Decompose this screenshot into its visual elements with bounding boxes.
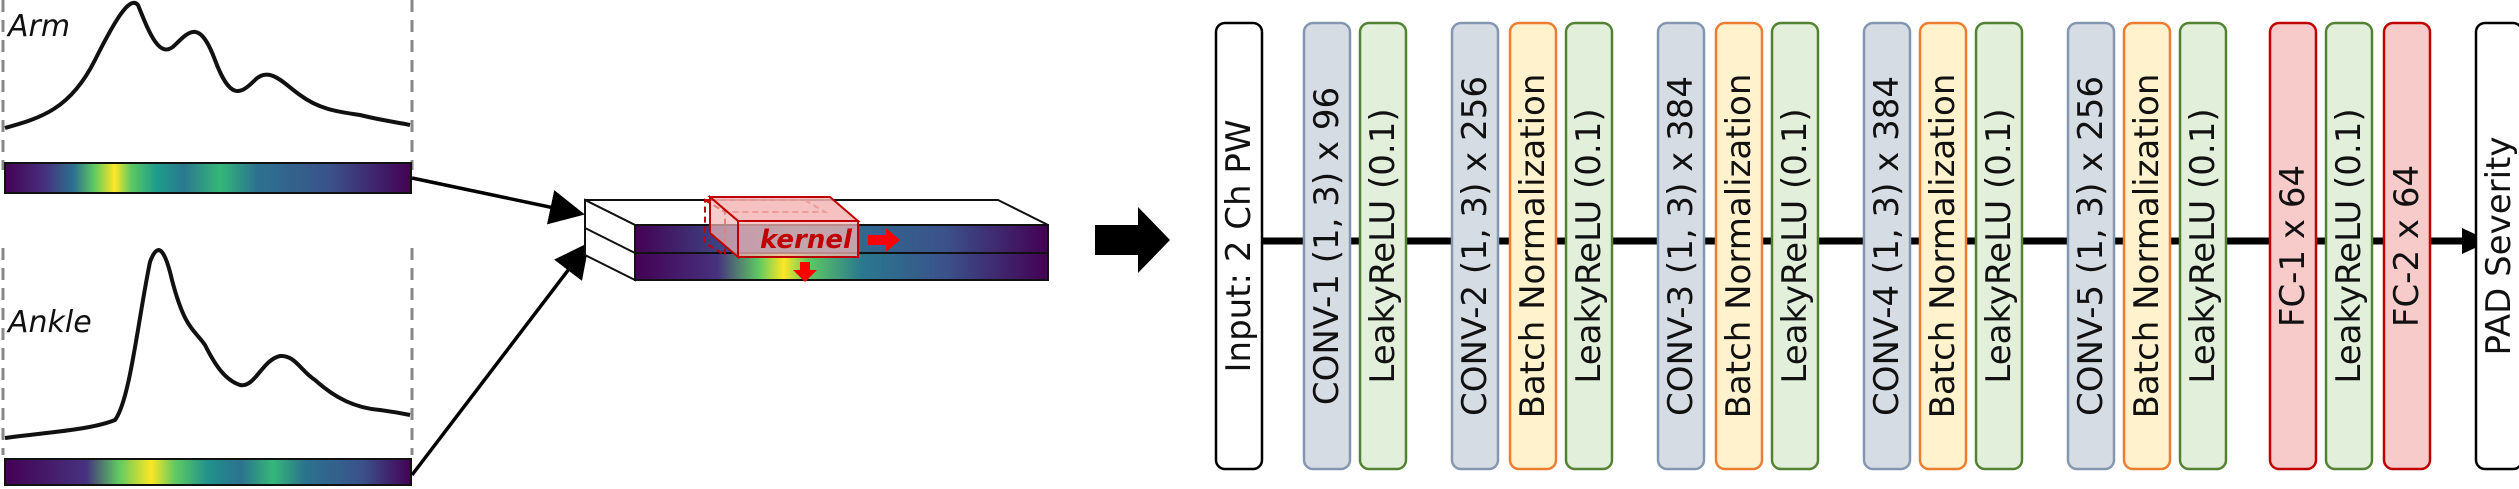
kernel-right-arrow (868, 228, 900, 252)
layer-label: LeakyReLU (0.1) (2329, 108, 2369, 383)
layer-label: Batch Normalization (2127, 74, 2167, 419)
layer-box-io (2474, 21, 2519, 471)
layer-block-4: CONV-2 (1, 3) x 256 (1450, 21, 1500, 471)
layer-block-18: FC-2 x 64 (2382, 21, 2432, 471)
kernel-down-arrow (793, 262, 817, 282)
layer-label: CONV-4 (1, 3) x 384 (1867, 76, 1907, 416)
layer-label: FC-1 x 64 (2273, 165, 2313, 327)
layer-label: LeakyReLU (0.1) (2183, 108, 2223, 383)
arm-waveform (4, 1, 411, 130)
layer-box-fc (2268, 21, 2318, 471)
ankle-label: Ankle (6, 305, 92, 340)
layer-block-12: LeakyReLU (0.1) (1974, 21, 2024, 471)
layer-block-3: LeakyReLU (0.1) (1358, 21, 1408, 471)
stack-side-divider (584, 227, 636, 254)
layer-box-io (1214, 21, 1264, 471)
layer-label: CONV-3 (1, 3) x 384 (1661, 76, 1701, 416)
layer-box-bn (1508, 21, 1558, 471)
layer-box-fc (2382, 21, 2432, 471)
ankle-to-stack-arrow (410, 242, 590, 477)
layer-box-relu (1564, 21, 1614, 471)
layer-label: Batch Normalization (1513, 74, 1553, 419)
cnn-pipeline: Input: 2 Ch PW CONV-1 (1, 3) x 96 LeakyReL… (1214, 21, 2519, 471)
layer-label: CONV-1 (1, 3) x 96 (1307, 87, 1347, 405)
arm-to-stack-arrow (411, 176, 585, 225)
layer-label: LeakyReLU (0.1) (1363, 108, 1403, 383)
layer-block-19: PAD Severity (2474, 21, 2519, 471)
ankle-signal-panel: Ankle (1, 248, 414, 486)
layer-label: CONV-2 (1, 3) x 256 (1455, 76, 1495, 416)
arm-heatmap-strip (4, 162, 412, 194)
layer-box-relu (1974, 21, 2024, 471)
layer-block-14: Batch Normalization (2122, 21, 2172, 471)
kernel-label: kernel (760, 225, 853, 255)
layer-block-1: Input: 2 Ch PW (1214, 21, 1264, 471)
layer-block-9: LeakyReLU (0.1) (1770, 21, 1820, 471)
layer-box-bn (1918, 21, 1968, 471)
layer-box-conv (1450, 21, 1500, 471)
arm-signal-panel: Arm (1, 0, 414, 194)
layer-block-17: LeakyReLU (0.1) (2324, 21, 2374, 471)
layer-label: PAD Severity (2479, 137, 2519, 356)
layer-label: CONV-5 (1, 3) x 256 (2071, 76, 2111, 416)
layer-box-conv (1656, 21, 1706, 471)
layer-box-relu (1358, 21, 1408, 471)
layer-label: Batch Normalization (1719, 74, 1759, 419)
layer-block-7: CONV-3 (1, 3) x 384 (1656, 21, 1706, 471)
layer-blocks: Input: 2 Ch PW CONV-1 (1, 3) x 96 LeakyReL… (1214, 21, 2519, 471)
ankle-waveform (4, 248, 411, 440)
layer-box-relu (2324, 21, 2374, 471)
layer-box-bn (2122, 21, 2172, 471)
layer-box-conv (2066, 21, 2116, 471)
layer-label: LeakyReLU (0.1) (1979, 108, 2019, 383)
layer-block-5: Batch Normalization (1508, 21, 1558, 471)
layer-block-8: Batch Normalization (1714, 21, 1764, 471)
layer-label: Batch Normalization (1923, 74, 1963, 419)
layer-block-6: LeakyReLU (0.1) (1564, 21, 1614, 471)
stacked-input-block: kernel (584, 194, 1049, 282)
layer-label: Input: 2 Ch PW (1219, 120, 1259, 373)
layer-box-conv (1302, 21, 1352, 471)
layer-label: LeakyReLU (0.1) (1775, 108, 1815, 383)
arm-label: Arm (6, 9, 70, 44)
layer-block-13: CONV-5 (1, 3) x 256 (2066, 21, 2116, 471)
layer-block-2: CONV-1 (1, 3) x 96 (1302, 21, 1352, 471)
layer-box-relu (1770, 21, 1820, 471)
layer-box-conv (1862, 21, 1912, 471)
kernel-cube: kernel (707, 194, 861, 260)
layer-box-relu (2178, 21, 2228, 471)
big-transition-arrow (1095, 207, 1170, 273)
layer-block-15: LeakyReLU (0.1) (2178, 21, 2228, 471)
layer-block-10: CONV-4 (1, 3) x 384 (1862, 21, 1912, 471)
layer-block-11: Batch Normalization (1918, 21, 1968, 471)
ankle-heatmap-strip (4, 458, 412, 486)
layer-label: LeakyReLU (0.1) (1569, 108, 1609, 383)
layer-label: FC-2 x 64 (2387, 165, 2427, 327)
layer-block-16: FC-1 x 64 (2268, 21, 2318, 471)
layer-box-bn (1714, 21, 1764, 471)
